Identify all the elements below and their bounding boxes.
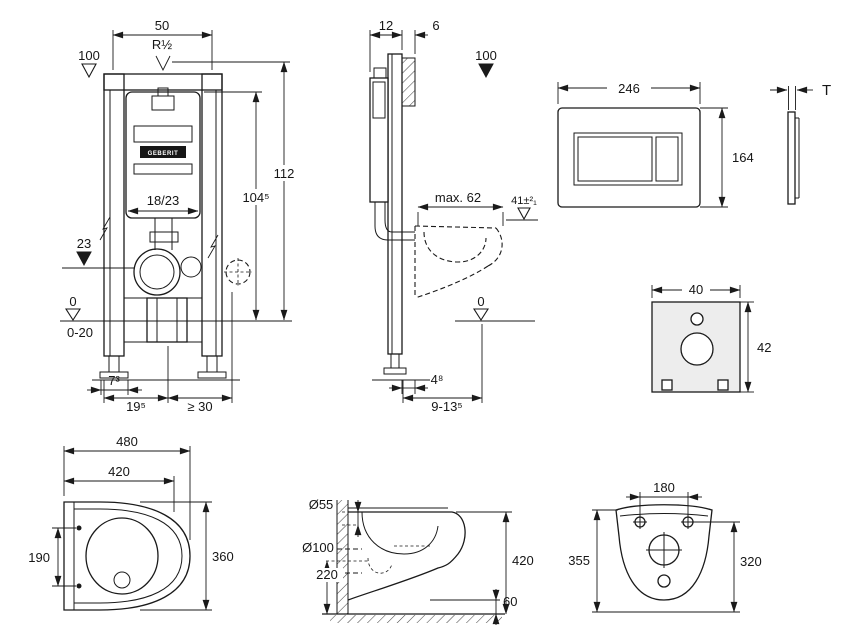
dim-hinge-spacing-label: 190 — [28, 550, 50, 565]
level-symbol-open — [472, 308, 490, 322]
panel-frame-side-view: 12 6 100 max. 62 41±²₁ 0 4⁸ 9-13⁵ — [369, 18, 538, 414]
dim-outlet-height-label: 220 — [316, 567, 338, 582]
dim-plate-thickness-label: T — [822, 82, 831, 99]
pan-profile — [347, 511, 466, 601]
hinge-hole — [76, 525, 82, 531]
dim-pipe-offset-label: 4⁸ — [431, 372, 444, 387]
brand-label: GEBERIT — [148, 151, 179, 157]
dim-rim-height-label: 41±²₁ — [511, 195, 537, 207]
level-symbol-filled — [76, 251, 92, 267]
dim-pan-inner-length-label: 420 — [108, 464, 130, 479]
drain-hole — [113, 571, 131, 589]
dim-pan-length-label: 480 — [116, 434, 138, 449]
supply-thread-label: R½ — [152, 37, 172, 52]
dim-frame-height-label: 104⁵ — [242, 190, 269, 205]
dim-bend-depth-label: 18/23 — [147, 193, 180, 208]
panel-wc-top-view: 480 420 190 360 — [28, 434, 234, 611]
wall-hatch — [337, 500, 348, 614]
level-zero-label: 0 — [477, 294, 484, 309]
panel-wc-side-view: Ø55 Ø100 220 420 60 — [302, 497, 534, 625]
trap-dashed — [367, 557, 393, 574]
flush-plate-front — [557, 107, 701, 208]
brand-plate — [140, 146, 186, 158]
fill-valve — [151, 95, 175, 111]
floor-hatch — [330, 615, 502, 623]
dim-mat-height-label: 42 — [757, 340, 771, 355]
flush-bend-circle — [133, 248, 181, 296]
dim-plate-height-label: 164 — [732, 150, 754, 165]
rim-line — [619, 513, 709, 517]
mat-cutout-right — [717, 379, 729, 391]
dim-outlet-offset-label: 19⁵ — [126, 399, 146, 414]
mat-hole-small — [690, 312, 704, 326]
hinge-hole — [76, 583, 82, 589]
dim-bottom-range-label: 9-13⁵ — [431, 399, 462, 414]
water-supply-symbol — [155, 55, 171, 72]
dim-rim-height-label: 420 — [512, 553, 534, 568]
mat-cutout-left — [661, 379, 673, 391]
level-100-label: 100 — [78, 48, 100, 63]
level-symbol-open — [81, 63, 97, 79]
level-23-label: 23 — [77, 236, 91, 251]
flush-pipe — [374, 202, 415, 241]
panel-frame-front-view: GEBERIT 50 R½ 100 112 104⁵ — [60, 18, 301, 414]
flush-plate-side — [787, 111, 796, 205]
panel-flush-plate: 246 164 T — [557, 80, 831, 208]
lower-hole — [657, 574, 671, 588]
wc-pan-dashed-outline — [414, 225, 503, 299]
dim-mat-width-label: 40 — [689, 282, 703, 297]
break-mark — [207, 234, 219, 259]
outlet-box — [146, 297, 188, 343]
dim-pan-depth-label: max. 62 — [435, 190, 481, 205]
dim-frame-width-label: 50 — [155, 18, 169, 33]
button-frame — [573, 132, 683, 186]
level-symbol-open — [64, 308, 82, 322]
dim-fixing-height-label: 320 — [740, 554, 762, 569]
bowl-opening — [85, 517, 159, 595]
bowl-section — [361, 511, 439, 555]
dim-bottom-gap-label: 60 — [503, 594, 517, 609]
dim-plate-width-label: 246 — [618, 81, 640, 96]
flush-button-small — [655, 136, 679, 182]
wall-bracket-hatched — [401, 57, 416, 107]
panel-insulation-mat: 40 42 — [651, 282, 771, 393]
mat-hole-large — [680, 332, 714, 366]
dim-inlet-diameter-label: Ø55 — [309, 497, 334, 512]
dim-total-height-label: 112 — [274, 166, 295, 181]
dim-bracket-depth-label: 6 — [432, 18, 439, 33]
level-symbol-filled — [478, 63, 494, 79]
flush-button-large — [577, 136, 653, 182]
pan-outline-top — [63, 501, 191, 611]
inspection-opening — [133, 125, 193, 143]
dim-pan-height-label: 355 — [568, 553, 590, 568]
level-100-label: 100 — [475, 48, 497, 63]
break-mark — [99, 216, 111, 241]
dim-side-clearance-label: ≥ 30 — [187, 399, 212, 414]
dim-frame-depth-label: 12 — [379, 18, 393, 33]
dim-outlet-diameter-label: Ø100 — [302, 540, 334, 555]
floor-range-label: 0-20 — [67, 325, 93, 340]
level-zero-label: 0 — [69, 294, 76, 309]
dim-foot-label: 7³ — [108, 373, 120, 388]
dim-pan-width-label: 360 — [212, 549, 234, 564]
dim-fixing-spacing-label: 180 — [653, 480, 675, 495]
panel-wc-rear-view: 180 355 320 — [568, 480, 762, 613]
level-symbol-open — [517, 207, 531, 221]
